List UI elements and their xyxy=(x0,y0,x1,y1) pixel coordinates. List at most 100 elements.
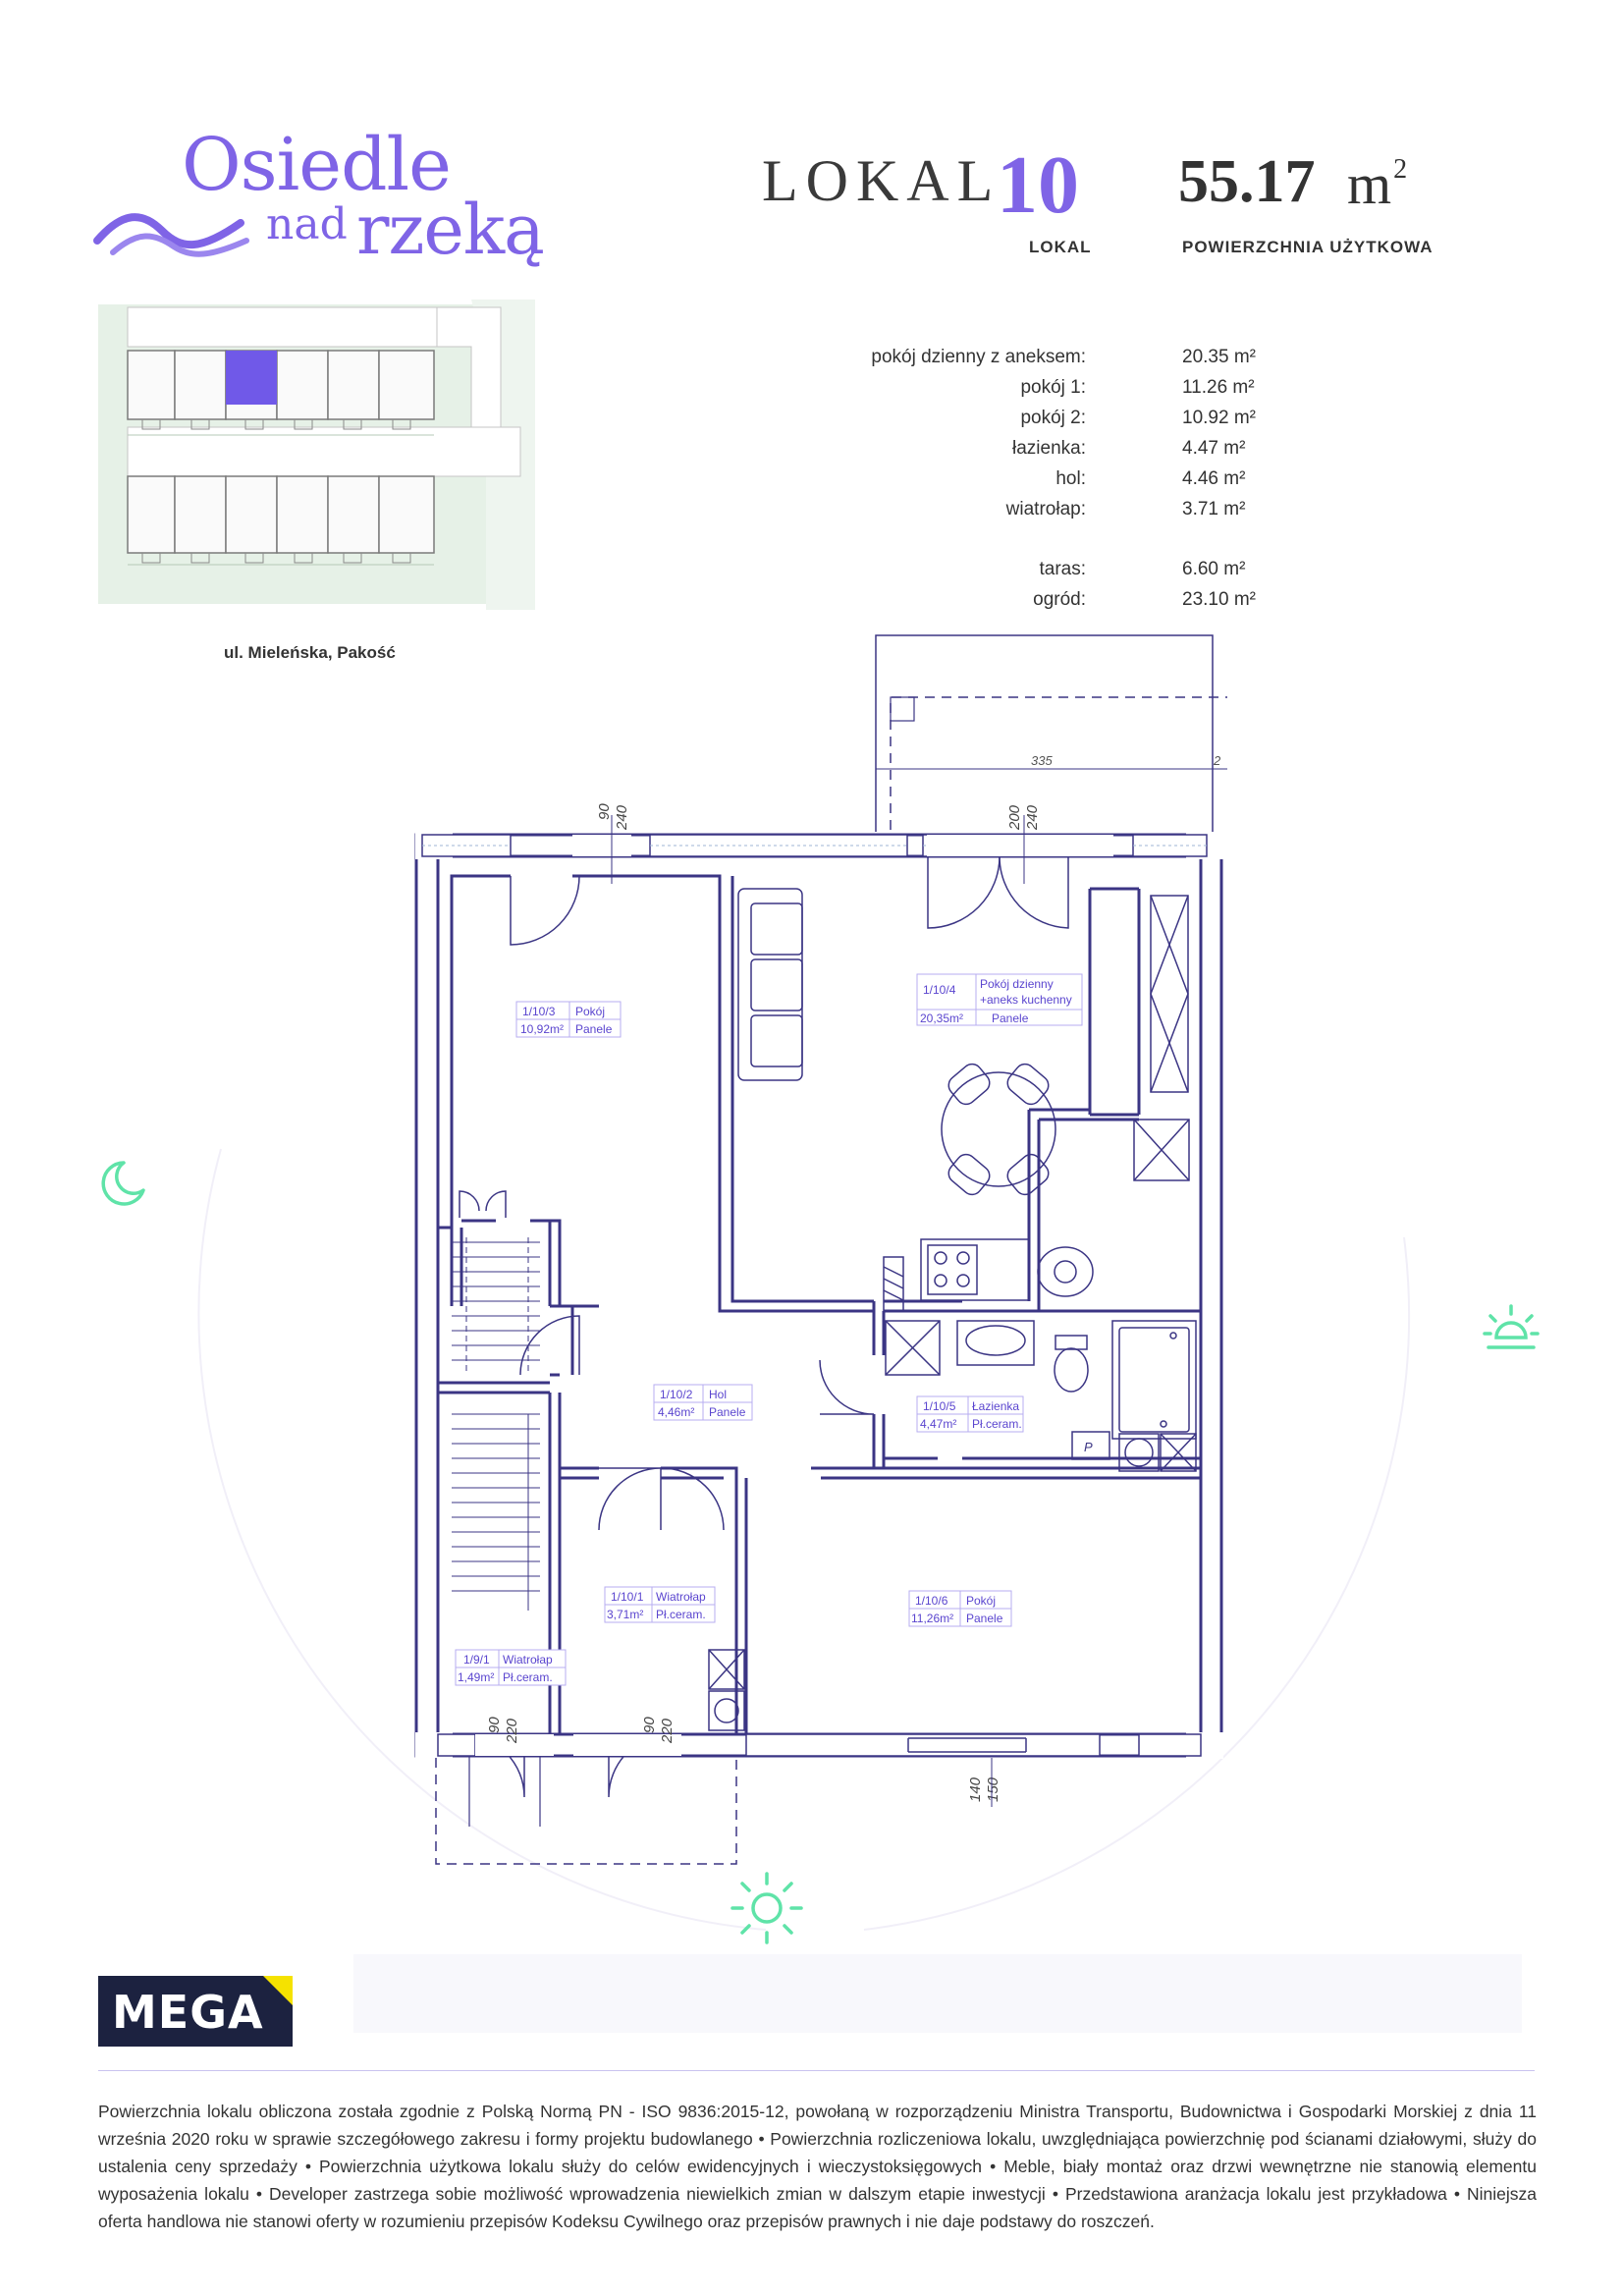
room-floor: Pł.ceram. xyxy=(503,1670,553,1684)
room-label-r1: 1/10/1 Wiatrołap 3,71m² Pł.ceram. xyxy=(604,1586,716,1623)
lokal-label: LOKAL xyxy=(1029,238,1092,256)
room-row: wiatrołap: 3.71 m² xyxy=(785,494,1296,524)
sunrise-icon xyxy=(1483,1304,1540,1349)
site-map xyxy=(98,300,535,610)
dim-label: 220 xyxy=(504,1718,520,1744)
room-floor: Panele xyxy=(575,1022,613,1036)
dim-label: 200 xyxy=(1006,804,1023,831)
room-label-r5: 1/10/5 Łazienka 4,47m² Pł.ceram. xyxy=(916,1395,1024,1433)
dim-label: 150 xyxy=(985,1777,1001,1802)
room-area: 4.47 m² xyxy=(1182,438,1246,459)
room-row: pokój 2:10.92 m² xyxy=(785,403,1296,433)
room-id: 1/10/2 xyxy=(660,1388,693,1401)
terrace: 335 2 xyxy=(875,634,1227,832)
dining-table xyxy=(941,1063,1056,1196)
outdoor-row: ogród: 23.10 m² xyxy=(785,584,1296,615)
room-id: 1/10/6 xyxy=(915,1594,948,1608)
room-area: 11.26 m² xyxy=(1182,377,1255,398)
room-area: 10,92m² xyxy=(520,1022,564,1036)
room-name: pokój dzienny z aneksem: xyxy=(871,347,1086,367)
mega-logo-text: MEGA xyxy=(112,1986,264,2039)
room-name: Pokój dzienny xyxy=(980,977,1054,991)
label-p: P xyxy=(1084,1440,1093,1454)
room-label-r6: 1/10/6 Pokój 11,26m² Panele xyxy=(908,1590,1012,1627)
logo-text-rzeka: rzeką xyxy=(356,190,545,270)
room-area: 4,47m² xyxy=(920,1417,956,1431)
dim-label: 240 xyxy=(614,804,630,831)
room-name: pokój 1: xyxy=(1020,377,1086,398)
area-label: POWIERZCHNIA UŻYTKOWA xyxy=(1182,238,1434,256)
footer-divider xyxy=(98,2070,1535,2071)
area-unit: m2 xyxy=(1347,152,1408,216)
room-area: 20.35 m² xyxy=(1182,347,1256,367)
lokal-title: LOKAL xyxy=(762,148,1001,213)
room-name: Wiatrołap xyxy=(656,1590,706,1604)
room-label-r2: 1/10/2 Hol 4,46m² Panele xyxy=(653,1384,753,1421)
sofa xyxy=(737,888,803,1081)
logo-triangle-icon xyxy=(263,1976,293,2005)
room-label-r3: 1/10/3 Pokój 10,92m² Panele xyxy=(515,1001,622,1038)
room-row: pokój 1: 11.26 m² xyxy=(785,372,1296,403)
outdoor-name: ogród: xyxy=(1033,589,1086,610)
mega-logo: MEGA xyxy=(98,1976,293,2047)
room-name: Hol xyxy=(709,1388,727,1401)
disclaimer: Powierzchnia lokalu obliczona została zg… xyxy=(98,2102,1537,2231)
room-name: wiatrołap: xyxy=(1005,499,1086,519)
room-name: hol: xyxy=(1055,468,1086,489)
bathroom-fixtures xyxy=(885,1320,1197,1472)
sun-icon xyxy=(730,1872,803,1944)
room-row: hol: 4.46 m² xyxy=(785,464,1296,494)
room-floor: Pł.ceram. xyxy=(656,1608,706,1621)
room-row: pokój dzienny z aneksem: 20.35 m² xyxy=(785,342,1296,372)
room-name: +aneks kuchenny xyxy=(980,993,1072,1007)
room-areas-table: pokój dzienny z aneksem: 20.35 m² pokój 1… xyxy=(785,342,1296,615)
outdoor-area: 23.10 m² xyxy=(1182,589,1256,610)
room-area: 1,49m² xyxy=(458,1670,494,1684)
room-label-r4: 1/10/4 Pokój dzienny +aneks kuchenny 20,… xyxy=(916,973,1083,1026)
lokal-number: 10 xyxy=(997,139,1079,231)
logo-text-nad: nad xyxy=(266,199,348,249)
room-floor: Panele xyxy=(966,1612,1003,1625)
room-name: Łazienka xyxy=(972,1399,1019,1413)
room-area: 4.46 m² xyxy=(1182,468,1246,489)
dim-label: 140 xyxy=(967,1777,984,1802)
room-id: 1/9/1 xyxy=(463,1653,490,1667)
room-id: 1/10/3 xyxy=(522,1005,556,1018)
room-area: 3,71m² xyxy=(607,1608,643,1621)
dim-label: 2 xyxy=(1213,753,1221,768)
room-floor: Panele xyxy=(709,1405,746,1419)
room-row: łazienka: 4.47 m² xyxy=(785,433,1296,464)
dim-label: 335 xyxy=(1031,753,1053,768)
outdoor-area: 6.60 m² xyxy=(1182,559,1246,579)
room-id: 1/10/4 xyxy=(923,983,956,997)
room-area: 4,46m² xyxy=(658,1405,694,1419)
address: ul. Mieleńska, Pakość xyxy=(224,643,396,662)
room-name: Pokój xyxy=(575,1005,605,1018)
moon-icon xyxy=(101,1161,145,1206)
room-area: 10.92 m² xyxy=(1182,408,1256,428)
wave-icon xyxy=(93,213,249,257)
dim-label: 240 xyxy=(1024,804,1041,831)
room-name: Wiatrołap xyxy=(503,1653,553,1667)
room-label-r91: 1/9/1 Wiatrołap 1,49m² Pł.ceram. xyxy=(455,1649,567,1686)
floor-plan: 335 2 90 240 200 240 xyxy=(414,634,1227,1865)
room-name: Pokój xyxy=(966,1594,996,1608)
room-floor: Panele xyxy=(992,1011,1029,1025)
room-id: 1/10/5 xyxy=(923,1399,956,1413)
room-area: 20,35m² xyxy=(920,1011,963,1025)
area-value: 55.17 xyxy=(1178,148,1316,215)
outdoor-name: taras: xyxy=(1039,559,1086,579)
room-floor: Pł.ceram. xyxy=(972,1417,1022,1431)
kitchen-counter xyxy=(883,1238,1094,1312)
dim-label: 90 xyxy=(641,1717,658,1733)
logo-text-osiedle: Osiedle xyxy=(182,123,452,207)
dim-label: 220 xyxy=(659,1718,676,1744)
room-id: 1/10/1 xyxy=(611,1590,644,1604)
room-name: łazienka: xyxy=(1012,438,1086,459)
dim-label: 90 xyxy=(596,803,613,820)
room-area: 3.71 m² xyxy=(1182,499,1246,519)
room-area: 11,26m² xyxy=(911,1612,953,1625)
brand-logo: Osiedle nad rzeką xyxy=(93,123,574,280)
outdoor-row: taras: 6.60 m² xyxy=(785,554,1296,584)
dim-label: 90 xyxy=(486,1717,503,1733)
